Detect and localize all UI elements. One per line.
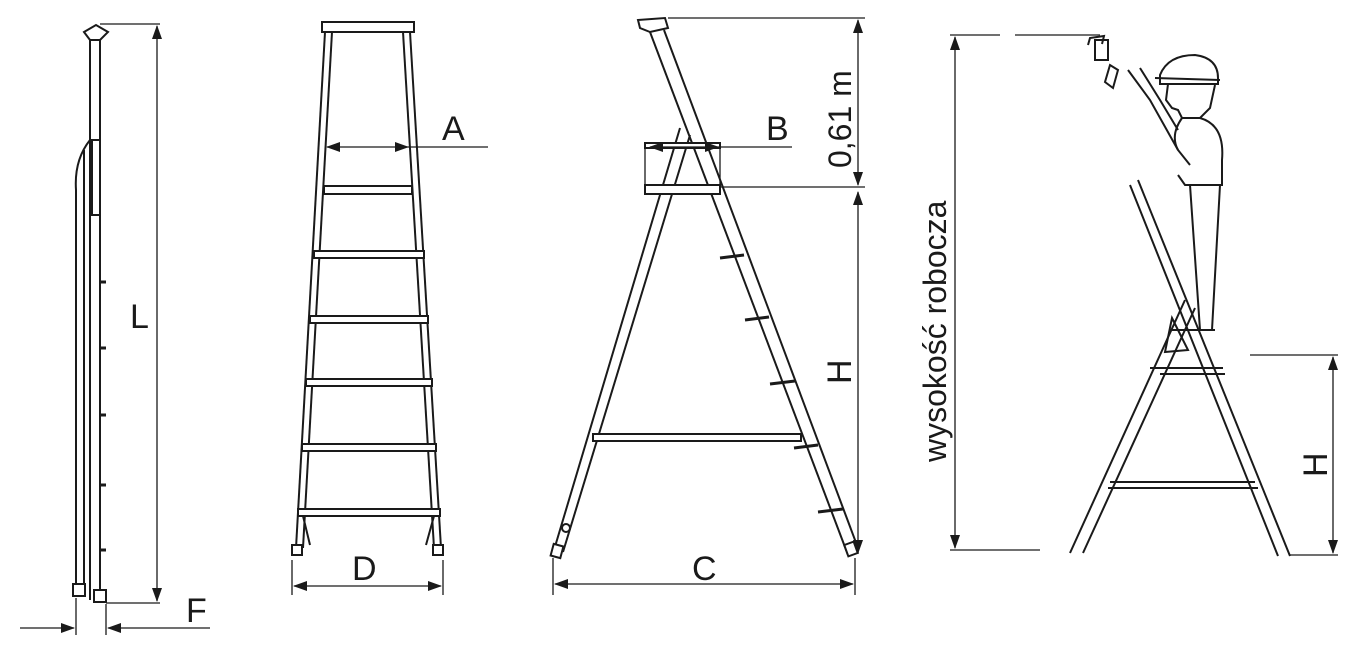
worker-figure (1087, 34, 1224, 331)
front-ladder-view (291, 21, 444, 556)
dimension-L: L (100, 23, 162, 604)
dimension-C: C (552, 550, 856, 595)
dimension-D: D (291, 550, 444, 595)
label-B: B (766, 110, 789, 148)
label-F: F (186, 592, 207, 630)
label-H-side: H (821, 359, 859, 384)
dimension-A: A (326, 110, 488, 152)
folded-ladder-side-view (72, 23, 110, 603)
label-H-worker: H (1297, 452, 1335, 477)
front-rungs (297, 250, 441, 517)
dimension-F: F (20, 592, 210, 635)
label-D: D (352, 550, 377, 588)
label-A: A (442, 110, 465, 148)
label-handrail-height: 0,61 m (822, 70, 858, 168)
worker-ladder (1069, 179, 1291, 557)
open-ladder-side-view (549, 16, 860, 560)
label-C: C (692, 550, 717, 588)
folded-steps (100, 280, 106, 552)
dimension-0-61m: 0,61 m (668, 17, 865, 188)
dimension-H-worker: H (1250, 354, 1338, 556)
label-working-height: wysokość robocza (917, 200, 953, 463)
dimension-B: B (649, 110, 792, 152)
open-ladder-steps (719, 253, 844, 514)
dimension-working-height: wysokość robocza (917, 34, 1100, 551)
dimension-H-side: H (821, 191, 863, 554)
label-L: L (130, 298, 149, 336)
